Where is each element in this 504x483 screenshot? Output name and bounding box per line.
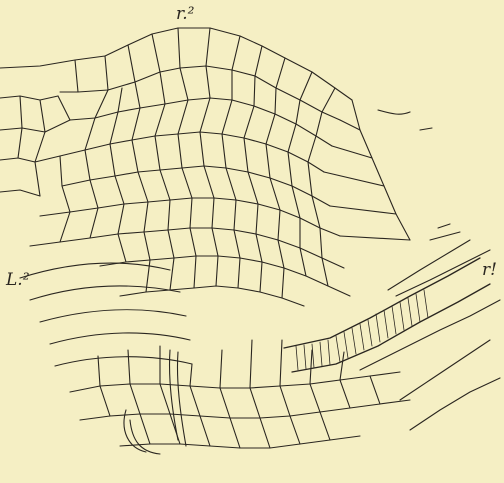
label-r2: r.² bbox=[176, 4, 194, 24]
label-r1: r! bbox=[482, 260, 497, 280]
top-cell-row bbox=[75, 28, 335, 112]
left-lobe-outline bbox=[0, 96, 70, 196]
label-L2: L.² bbox=[6, 270, 30, 290]
vascular-strand bbox=[284, 258, 490, 372]
upper-lobe-outline bbox=[0, 28, 352, 100]
